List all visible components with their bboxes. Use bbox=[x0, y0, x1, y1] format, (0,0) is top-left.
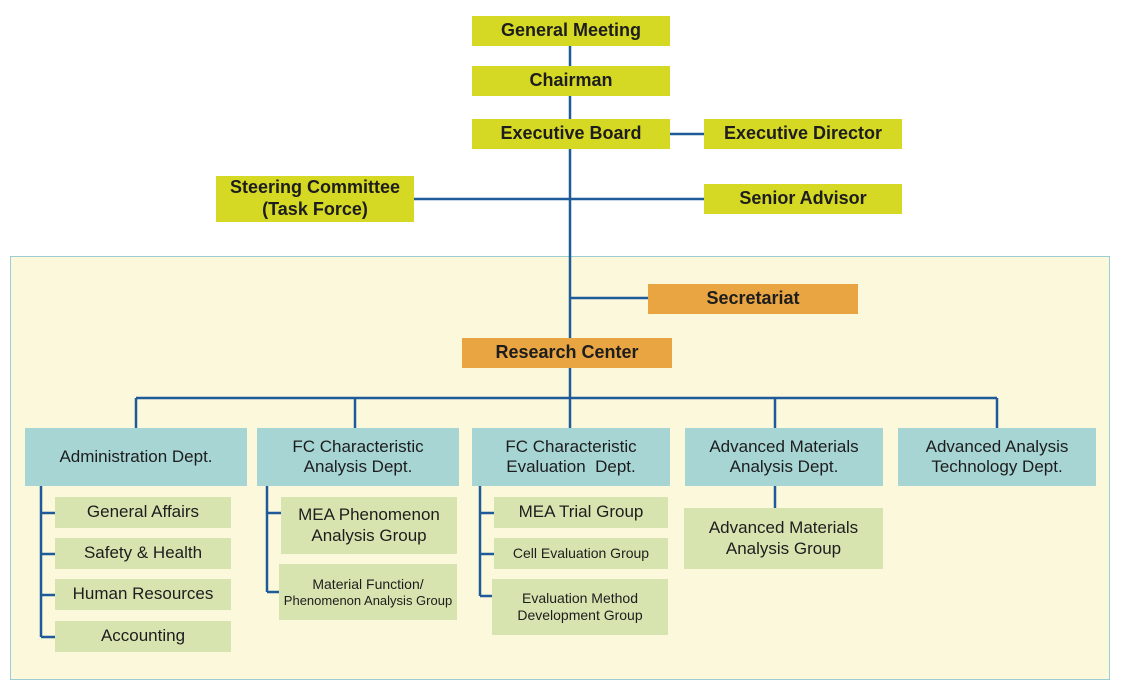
dept-name-line-2: Evaluation Dept. bbox=[506, 457, 636, 476]
group-mea-phenomenon-analysis: MEA Phenomenon Analysis Group bbox=[281, 497, 457, 554]
dept-name-line-2: Technology Dept. bbox=[931, 457, 1063, 476]
dept-advanced-materials-analysis: Advanced Materials Analysis Dept. bbox=[685, 428, 883, 486]
dept-name-line-1: FC Characteristic bbox=[292, 436, 424, 456]
research-center-box: Research Center bbox=[462, 338, 672, 368]
general-meeting-label: General Meeting bbox=[500, 20, 642, 41]
group-material-function-phenomenon-analysis: Material Function/ Phenomenon Analysis G… bbox=[279, 564, 457, 620]
dept-name-line-1: Advanced Materials bbox=[709, 436, 859, 456]
dept-name-line-2: Analysis Dept. bbox=[729, 457, 839, 476]
group-label: Human Resources bbox=[72, 584, 214, 604]
secretariat-box: Secretariat bbox=[648, 284, 858, 314]
group-mea-trial: MEA Trial Group bbox=[494, 497, 668, 528]
dept-name-line-1: Administration Dept. bbox=[59, 446, 213, 466]
group-cell-evaluation: Cell Evaluation Group bbox=[494, 538, 668, 569]
steering-committee-line-2: (Task Force) bbox=[262, 199, 368, 219]
research-center-label: Research Center bbox=[495, 342, 639, 363]
group-label: Accounting bbox=[100, 626, 186, 646]
steering-committee-box: Steering Committee (Task Force) bbox=[216, 176, 414, 222]
group-label-line-1: MEA Phenomenon bbox=[298, 505, 440, 525]
dept-advanced-analysis-technology: Advanced Analysis Technology Dept. bbox=[898, 428, 1096, 486]
group-label-line-2: Analysis Group bbox=[725, 538, 842, 558]
group-label-line-1: Material Function/ bbox=[312, 575, 424, 592]
group-accounting: Accounting bbox=[55, 621, 231, 652]
executive-board-label: Executive Board bbox=[500, 123, 642, 144]
dept-name-line-1: Advanced Analysis bbox=[925, 436, 1069, 456]
group-label-line-2: Phenomenon Analysis Group bbox=[283, 592, 453, 608]
group-label: General Affairs bbox=[86, 502, 200, 522]
group-label-line-2: Analysis Group bbox=[311, 525, 427, 545]
executive-board-box: Executive Board bbox=[472, 119, 670, 149]
chairman-box: Chairman bbox=[472, 66, 670, 96]
general-meeting-box: General Meeting bbox=[472, 16, 670, 46]
senior-advisor-label: Senior Advisor bbox=[739, 188, 867, 209]
group-evaluation-method-development: Evaluation Method Development Group bbox=[492, 579, 668, 635]
group-safety-health: Safety & Health bbox=[55, 538, 231, 569]
dept-fc-characteristic-analysis: FC Characteristic Analysis Dept. bbox=[257, 428, 459, 486]
chairman-label: Chairman bbox=[529, 70, 613, 91]
group-label-line-2: Development Group bbox=[517, 607, 643, 623]
dept-administration: Administration Dept. bbox=[25, 428, 247, 486]
dept-name-line-1: FC Characteristic bbox=[505, 436, 637, 456]
executive-director-box: Executive Director bbox=[704, 119, 902, 149]
group-advanced-materials-analysis: Advanced Materials Analysis Group bbox=[684, 508, 883, 569]
secretariat-label: Secretariat bbox=[706, 288, 800, 309]
steering-committee-line-1: Steering Committee bbox=[229, 177, 401, 198]
dept-name-line-2: Analysis Dept. bbox=[303, 457, 413, 476]
group-human-resources: Human Resources bbox=[55, 579, 231, 610]
senior-advisor-box: Senior Advisor bbox=[704, 184, 902, 214]
group-label-line-1: Advanced Materials bbox=[708, 518, 859, 538]
group-label-line-1: Evaluation Method bbox=[522, 590, 638, 607]
group-label: Cell Evaluation Group bbox=[512, 545, 650, 562]
group-general-affairs: General Affairs bbox=[55, 497, 231, 528]
dept-fc-characteristic-evaluation: FC Characteristic Evaluation Dept. bbox=[472, 428, 670, 486]
group-label: Safety & Health bbox=[83, 543, 203, 563]
group-label: MEA Trial Group bbox=[518, 502, 644, 522]
executive-director-label: Executive Director bbox=[723, 123, 883, 144]
